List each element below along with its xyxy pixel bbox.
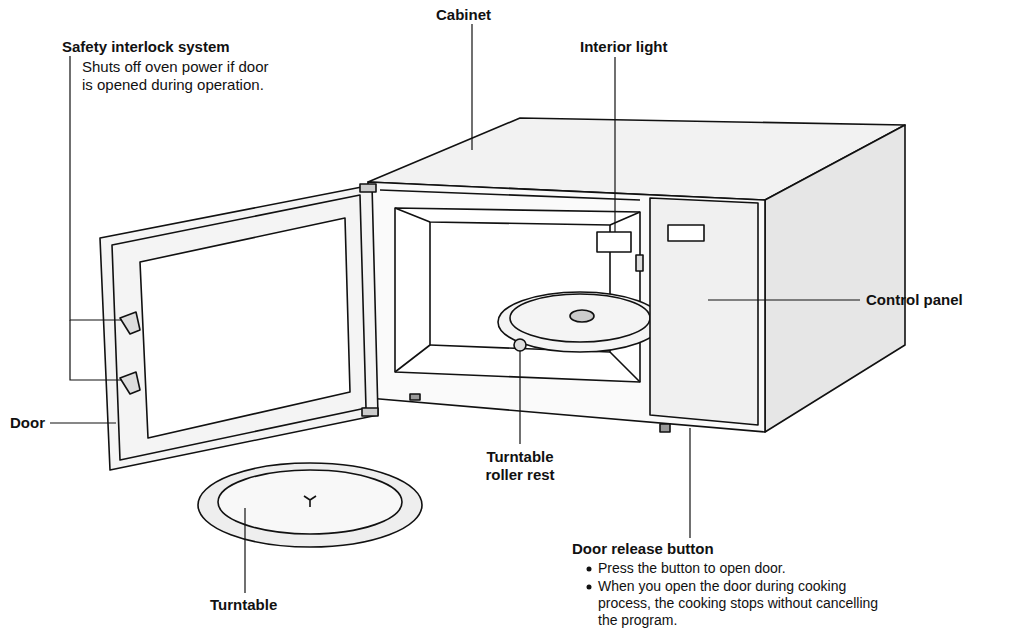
- door-window: [140, 218, 350, 438]
- interlock-hook: [120, 372, 140, 394]
- part-name: Door release button: [572, 540, 792, 558]
- cavity-back-edge: [395, 222, 430, 372]
- turntable-plate: [198, 463, 422, 547]
- part-name: Door: [10, 414, 70, 432]
- foot: [660, 424, 670, 432]
- cabinet-edge: [380, 190, 640, 200]
- part-name: Cabinet: [436, 6, 556, 24]
- foot: [410, 394, 420, 400]
- interior-light: [597, 232, 631, 252]
- leader-line: [70, 56, 122, 320]
- part-name: Interior light: [580, 38, 720, 56]
- leader-line: [689, 428, 690, 538]
- leader-line: [50, 422, 116, 423]
- interlock-slot: [636, 255, 643, 271]
- interlock-hook: [120, 312, 140, 334]
- hinge: [360, 184, 376, 192]
- turntable-hub: [570, 310, 594, 322]
- turntable-coupling: [304, 496, 316, 507]
- hinge: [362, 408, 378, 416]
- door-frame: [112, 195, 366, 460]
- leader-line: [614, 57, 615, 232]
- bullet-dot: [587, 585, 592, 590]
- cabinet-front: [368, 182, 765, 432]
- bullets: [587, 567, 592, 590]
- door: [100, 185, 378, 470]
- turntable-ring: [498, 292, 662, 352]
- part-name: Control panel: [866, 291, 1016, 309]
- cabinet-side: [765, 125, 905, 432]
- part-name: Turntable roller rest: [472, 448, 568, 484]
- turntable-plate: [218, 470, 402, 534]
- leader-line: [519, 351, 520, 444]
- display-window: [668, 225, 704, 241]
- part-note: Shuts off oven power if door is opened d…: [82, 58, 282, 94]
- cavity-back-edge: [395, 208, 640, 225]
- leader-lines: [50, 24, 860, 593]
- part-name: Turntable: [210, 596, 330, 614]
- bullet-note: Press the button to open door.: [598, 560, 918, 577]
- microwave-oven: [100, 118, 905, 547]
- control-panel: [650, 198, 758, 425]
- leader-line: [471, 24, 472, 150]
- leader-line: [70, 320, 122, 380]
- bullet-note: When you open the door during cooking pr…: [598, 578, 898, 629]
- roller: [514, 339, 526, 351]
- part-name: Safety interlock system: [62, 38, 322, 56]
- turntable-ring: [510, 294, 650, 342]
- bullet-dot: [587, 567, 592, 572]
- leader-line: [244, 508, 245, 593]
- leader-line: [708, 299, 860, 300]
